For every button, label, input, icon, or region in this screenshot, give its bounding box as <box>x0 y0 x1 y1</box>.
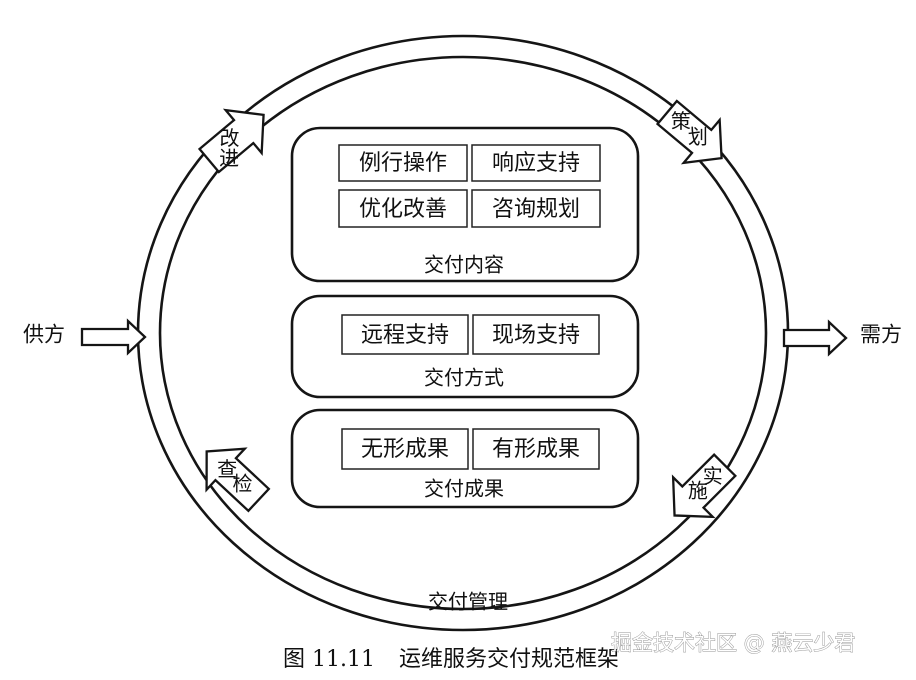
delivery-content-item-box-3 <box>338 189 468 228</box>
delivery-content-panel: 例行操作 响应支持 优化改善 咨询规划 交付内容 <box>290 126 640 283</box>
delivery-content-item-2: 响应支持 <box>492 151 580 176</box>
plan-label-second-char: 划 <box>688 125 708 149</box>
delivery-method-item-2: 现场支持 <box>492 323 580 348</box>
delivery-content-item-1: 例行操作 <box>359 151 447 176</box>
plan-arrow: 策 划 <box>655 99 723 165</box>
improve-label-second-char: 进 <box>219 146 239 170</box>
customer-arrow <box>782 319 848 357</box>
delivery-method-title: 交付方式 <box>424 366 504 390</box>
figure-title: 运维服务交付规范框架 <box>399 647 619 672</box>
delivery-method-item-box-2 <box>472 314 600 355</box>
delivery-content-item-box-4 <box>471 189 601 228</box>
delivery-method-panel: 远程支持 现场支持 交付方式 <box>290 294 640 399</box>
delivery-method-item-1: 远程支持 <box>361 323 449 348</box>
improve-arrow: 改 进 <box>197 108 265 174</box>
supplier-arrow <box>80 318 147 356</box>
delivery-method-item-box-1 <box>341 314 469 355</box>
delivery-content-item-box-1 <box>338 144 468 182</box>
delivery-management-label: 交付管理 <box>428 590 508 614</box>
delivery-result-title: 交付成果 <box>424 477 504 501</box>
implement-label-second-char: 施 <box>688 479 708 503</box>
delivery-result-item-box-2 <box>472 428 600 470</box>
delivery-result-item-box-1 <box>341 428 469 470</box>
delivery-content-item-3: 优化改善 <box>359 197 447 222</box>
delivery-result-panel: 无形成果 有形成果 交付成果 <box>290 408 640 509</box>
delivery-content-item-box-2 <box>471 144 601 182</box>
inner-ring <box>158 55 768 611</box>
implement-label-first-char: 实 <box>703 464 723 488</box>
check-label-second-char: 查 <box>217 457 237 481</box>
supplier-label: 供方 <box>23 323 65 347</box>
check-arrow: 检 查 <box>205 447 271 513</box>
watermark: 掘金技术社区 @ 燕云少君 <box>611 631 855 655</box>
delivery-content-title: 交付内容 <box>424 253 504 277</box>
figure-number: 图 11.11 <box>283 647 375 672</box>
delivery-result-item-2: 有形成果 <box>492 437 580 462</box>
customer-label: 需方 <box>860 323 902 347</box>
check-label-first-char: 检 <box>233 471 253 495</box>
improve-label-first-char: 改 <box>219 126 239 150</box>
delivery-result-item-1: 无形成果 <box>361 437 449 462</box>
implement-arrow: 实 施 <box>671 453 737 519</box>
plan-label-first-char: 策 <box>671 109 691 133</box>
delivery-content-item-4: 咨询规划 <box>492 197 580 222</box>
